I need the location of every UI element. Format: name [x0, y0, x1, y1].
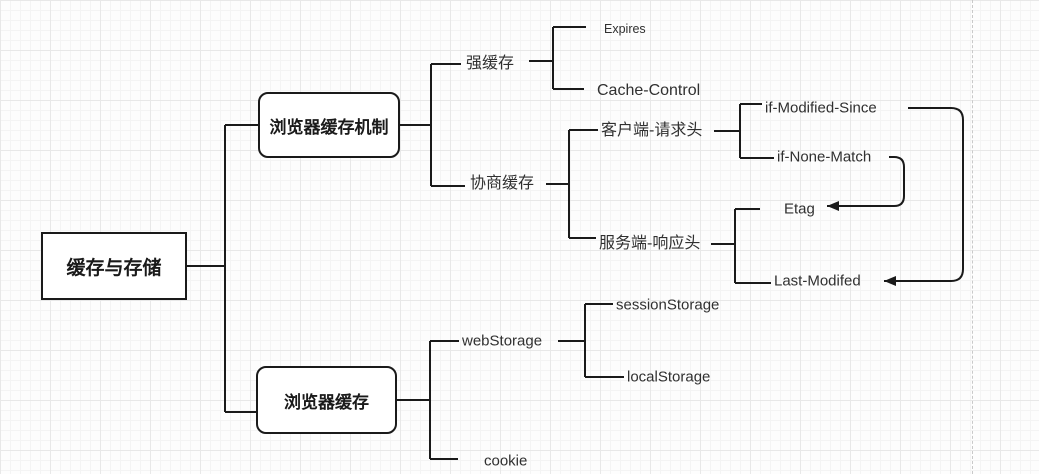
- node-client-request-headers[interactable]: 客户端-请求头: [601, 122, 703, 139]
- node-strong-cache[interactable]: 强缓存: [466, 55, 515, 72]
- edge-mechanism-to-cache-types: [400, 63, 465, 187]
- edge-server-headers-children: [711, 208, 771, 284]
- node-etag[interactable]: Etag: [784, 200, 815, 218]
- arrow-if-none-match-to-etag: [827, 156, 905, 211]
- edge-client-headers-children: [714, 103, 774, 159]
- node-browser-storage[interactable]: 浏览器缓存: [256, 366, 397, 434]
- edge-root-to-children: [187, 124, 258, 413]
- node-cache-control[interactable]: Cache-Control: [597, 82, 701, 99]
- arrow-if-modified-since-to-last-modifed: [884, 107, 964, 286]
- node-if-modified-since[interactable]: if-Modified-Since: [765, 99, 877, 117]
- page-break-line: [972, 0, 973, 474]
- node-if-none-match[interactable]: if-None-Match: [777, 148, 872, 166]
- edge-webstorage-children: [558, 303, 624, 378]
- node-web-storage[interactable]: webStorage: [462, 332, 543, 350]
- node-expires[interactable]: Expires: [604, 21, 646, 36]
- edge-negotiated-cache-children: [546, 129, 598, 239]
- node-session-storage[interactable]: sessionStorage: [616, 296, 720, 314]
- node-server-response-headers[interactable]: 服务端-响应头: [599, 235, 701, 252]
- node-root[interactable]: 缓存与存储: [41, 232, 187, 300]
- node-negotiated-cache[interactable]: 协商缓存: [470, 175, 535, 192]
- node-last-modifed[interactable]: Last-Modifed: [774, 272, 861, 290]
- edge-browser-storage-children: [397, 340, 459, 460]
- node-cookie[interactable]: cookie: [484, 452, 528, 470]
- node-browser-cache-mechanism[interactable]: 浏览器缓存机制: [258, 92, 400, 158]
- edge-strong-cache-children: [529, 26, 586, 90]
- node-local-storage[interactable]: localStorage: [627, 368, 711, 386]
